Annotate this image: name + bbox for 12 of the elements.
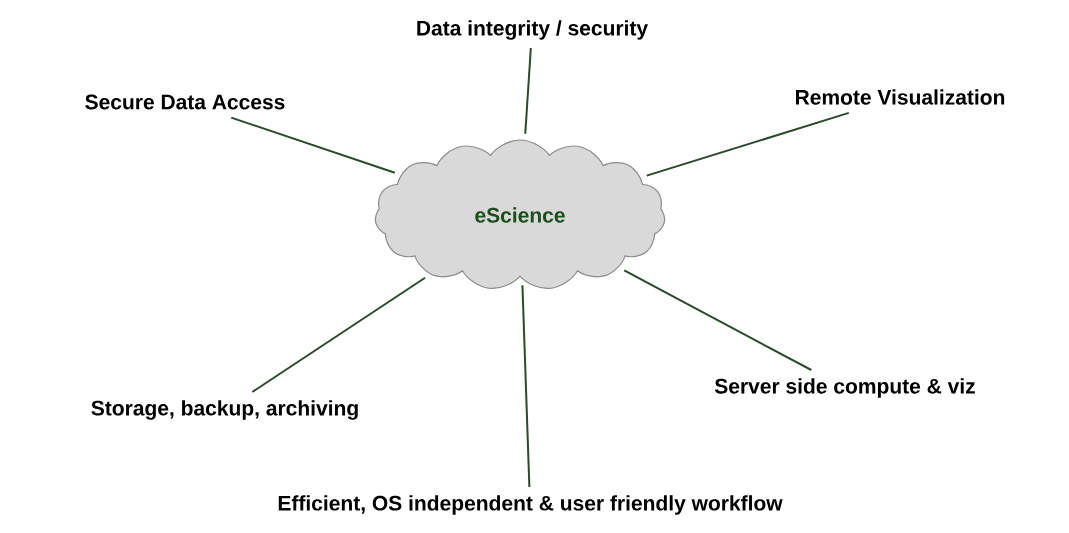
connector-line	[623, 269, 813, 371]
connector-line	[251, 276, 427, 393]
topic-label: Data integrity / security	[417, 20, 648, 40]
connector-line	[524, 47, 532, 135]
connector-line	[645, 111, 850, 177]
cloud: eScience	[374, 139, 666, 290]
topic-label: Efficient, OS independent & user friendly workflow	[278, 495, 783, 515]
topic-label: Storage, backup, archiving	[91, 400, 358, 420]
connector-line	[230, 116, 396, 174]
topic-label: Secure Data Access	[85, 94, 285, 110]
topic-label: Remote Visualization	[796, 89, 1005, 105]
topic-label: Server side compute & viz	[714, 378, 975, 398]
